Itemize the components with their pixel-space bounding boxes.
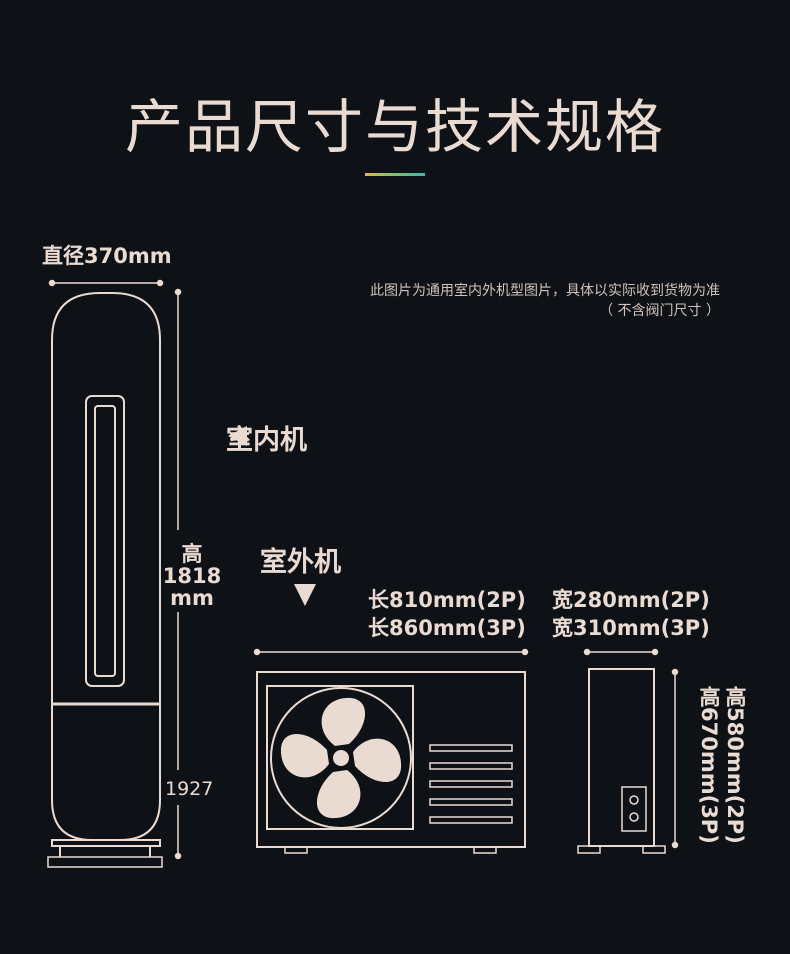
page-title: 产品尺寸与技术规格	[124, 93, 665, 161]
indoor-height-line-1: 高	[181, 542, 203, 566]
indoor-unit-label: 室内机	[226, 425, 307, 456]
outdoor-unit-label: 室外机	[260, 547, 341, 578]
outdoor-width-label: 宽280mm(2P) 宽310mm(3P)	[552, 586, 710, 642]
indoor-height-line-2: 1818	[162, 564, 222, 588]
outdoor-unit-side-drawing	[577, 668, 666, 854]
disclaimer-line-2: （ 不含阀门尺寸 ）	[599, 303, 720, 319]
indoor-diameter-label: 直径370mm	[42, 244, 172, 268]
outdoor-width-2p: 宽280mm(2P)	[552, 588, 710, 612]
outdoor-width-3p: 宽310mm(3P)	[552, 616, 710, 640]
disclaimer-line-1: 此图片为通用室内外机型图片，具体以实际收到货物为准	[370, 283, 720, 299]
outdoor-length-label: 长810mm(2P) 长860mm(3P)	[368, 586, 526, 642]
outdoor-arrow-icon	[294, 584, 316, 606]
title-accent-bar	[365, 173, 425, 176]
indoor-side-number: 1927	[165, 778, 214, 800]
indoor-arrow-icon	[228, 426, 247, 446]
indoor-unit-drawing	[47, 292, 163, 868]
disclaimer-note: 此图片为通用室内外机型图片，具体以实际收到货物为准 （ 不含阀门尺寸 ）	[300, 281, 720, 321]
indoor-width-dimension	[48, 279, 164, 287]
outdoor-height-label: 高580mm(2P) 高670mm(3P)	[688, 686, 748, 846]
fan-icon	[270, 687, 412, 829]
outdoor-unit-front-drawing	[256, 671, 526, 854]
outdoor-height-dimension	[671, 668, 679, 849]
outdoor-height-2p: 高580mm(2P)	[723, 686, 747, 844]
outdoor-height-3p: 高670mm(3P)	[697, 686, 721, 844]
indoor-height-line-3: mm	[170, 586, 214, 610]
outdoor-length-2p: 长810mm(2P)	[368, 588, 526, 612]
indoor-height-label: 高 1818 mm	[160, 543, 224, 609]
outdoor-length-3p: 长860mm(3P)	[368, 616, 526, 640]
outdoor-width-dimension	[583, 648, 659, 656]
outdoor-length-dimension	[253, 648, 529, 656]
indoor-height-dimension	[174, 288, 182, 860]
